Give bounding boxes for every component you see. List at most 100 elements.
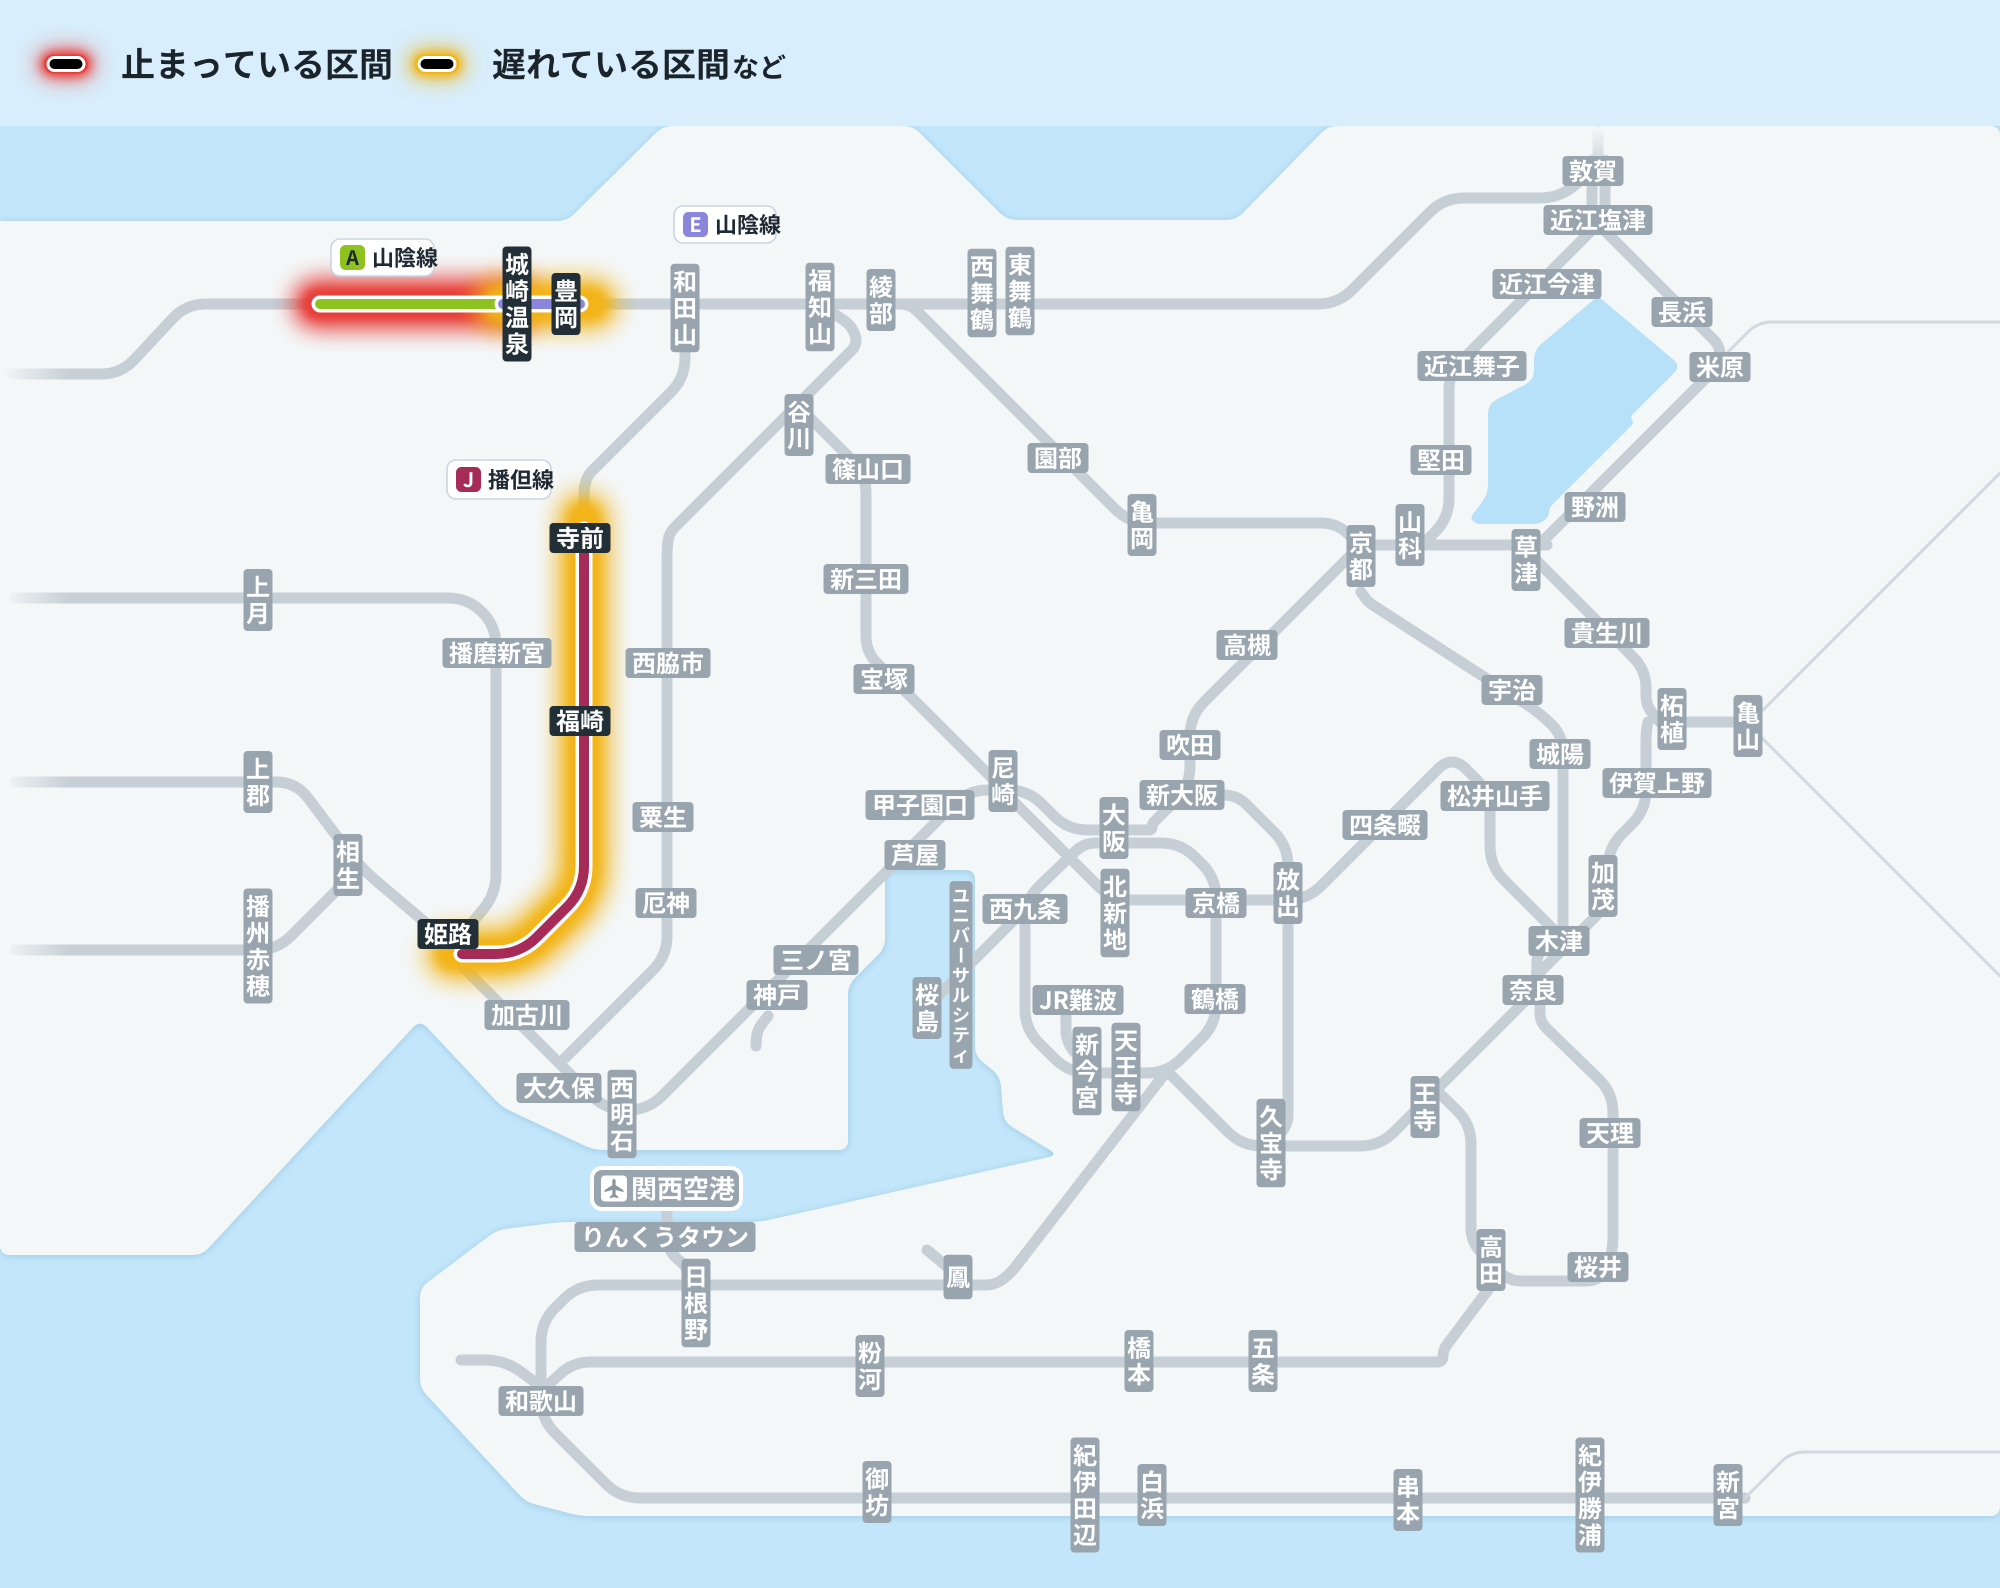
station-山科 (1395, 504, 1425, 566)
text-宝塚 (861, 667, 908, 691)
badge-kansai-airport (590, 1166, 743, 1211)
text-亀山 (1736, 701, 1760, 751)
airplane-glyph (604, 1178, 624, 1199)
text-ユニバーサルシティ (952, 889, 970, 1063)
station-りんくうタウン (574, 1222, 756, 1252)
badge-sanin-e (673, 205, 781, 244)
text-亀岡 (1130, 500, 1154, 550)
text-御坊 (865, 1467, 889, 1517)
text-園部 (1035, 446, 1082, 470)
station-和歌山 (498, 1386, 584, 1416)
station-柘植 (1657, 688, 1687, 750)
text-王寺 (1414, 1083, 1436, 1132)
rail-nara-line (1355, 586, 1569, 940)
station-五条 (1248, 1330, 1278, 1392)
text-芦屋 (891, 843, 938, 867)
text-JR難波 (1039, 988, 1117, 1012)
line-fade (0, 920, 70, 980)
rail-kisei-wakayamashi-stub (455, 1354, 549, 1394)
line-fade (0, 568, 70, 628)
station-和田山 (670, 263, 700, 353)
station-ユニバーサルシティ (949, 881, 973, 1069)
text-五条 (1251, 1338, 1275, 1386)
station-貴生川 (1564, 618, 1650, 648)
station-新大阪 (1139, 780, 1225, 810)
station-福知山 (805, 262, 835, 352)
rail-sanin-line (6, 166, 1596, 380)
text-山科 (1398, 511, 1422, 560)
text-和田山 (673, 270, 696, 346)
station-篠山口 (825, 454, 911, 484)
rail-kusatsu-line (1522, 546, 1666, 728)
station-label-bg (949, 881, 973, 1069)
station-紀伊勝浦 (1575, 1437, 1605, 1553)
station-久宝寺 (1256, 1098, 1286, 1188)
text-高槻 (1224, 633, 1271, 657)
line-fade (0, 752, 70, 812)
text-城崎温泉 (505, 252, 529, 355)
text-久宝寺 (1259, 1105, 1283, 1181)
line-letter-chip (340, 245, 365, 270)
text-豊岡 (555, 279, 577, 329)
text-福崎 (556, 709, 604, 733)
station-西舞鶴 (967, 248, 997, 338)
text-山陰線 (373, 247, 438, 268)
text-篠山口 (832, 457, 902, 481)
text-串本 (1396, 1475, 1420, 1525)
station-宇治 (1481, 675, 1543, 705)
station-天王寺 (1111, 1022, 1141, 1112)
station-放出 (1273, 862, 1303, 924)
text-寺前 (557, 526, 603, 550)
station-粉河 (855, 1335, 885, 1397)
station-桜井 (1567, 1252, 1629, 1282)
text-厄神 (642, 891, 689, 915)
badge-bantan-j (446, 459, 554, 500)
text-加茂 (1591, 861, 1615, 911)
rail-tokaido-east-connect (1726, 320, 2000, 354)
text-奈良 (1509, 978, 1557, 1002)
station-神戸 (746, 980, 808, 1010)
text-上郡 (246, 757, 270, 807)
text-尼崎 (992, 757, 1015, 806)
station-堅田 (1410, 445, 1472, 475)
rail-hanwa-kisei-line (535, 1070, 1751, 1504)
text-関西空港 (633, 1176, 735, 1201)
station-近江塩津 (1543, 205, 1653, 235)
text-粟生 (639, 805, 686, 829)
station-京都 (1346, 525, 1376, 587)
station-甲子園口 (865, 790, 975, 820)
station-桜島 (912, 977, 942, 1039)
text-上月 (246, 575, 270, 625)
station-宝塚 (853, 664, 915, 694)
station-鶴橋 (1184, 984, 1246, 1014)
text-西明石 (610, 1077, 633, 1152)
text-京都 (1349, 531, 1373, 581)
station-谷川 (784, 394, 814, 456)
station-加茂 (1588, 855, 1618, 917)
text-桜井 (1574, 1255, 1621, 1279)
station-西九条 (982, 894, 1068, 924)
station-松井山手 (1440, 781, 1550, 811)
station-四条畷 (1342, 810, 1428, 840)
text-谷川 (787, 400, 811, 450)
thin-railways (1726, 320, 2000, 1500)
legend-pill (46, 56, 86, 72)
text-和歌山 (505, 1389, 575, 1413)
text-天理 (1586, 1122, 1634, 1145)
station-播州赤穂 (243, 888, 273, 1004)
station-label-bg (1417, 351, 1527, 381)
station-長浜 (1651, 297, 1713, 327)
text-止まっている区間 (122, 47, 391, 80)
station-西明石 (607, 1069, 637, 1159)
text-りんくうタウン (585, 1225, 748, 1248)
station-芦屋 (884, 840, 946, 870)
text-木津 (1535, 929, 1583, 953)
station-東舞鶴 (1005, 246, 1035, 336)
station-JR難波 (1032, 985, 1124, 1015)
text-宇治 (1489, 678, 1536, 702)
station-加古川 (484, 1000, 570, 1030)
station-橋本 (1124, 1330, 1154, 1392)
text-西九条 (990, 897, 1061, 921)
